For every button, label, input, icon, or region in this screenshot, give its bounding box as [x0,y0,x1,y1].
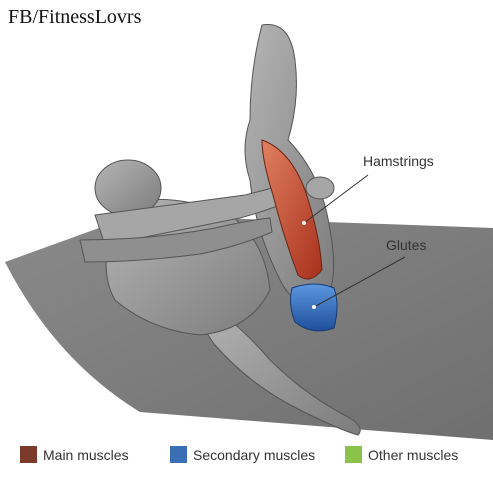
hamstrings-pointer [303,174,369,224]
extended-leg [201,299,361,436]
other-muscles-label: Other muscles [368,446,459,463]
secondary-muscles-swatch [170,446,187,463]
hamstrings-pointer-dot [302,221,306,225]
hamstrings-muscle [261,139,323,280]
legend-item-other: Other muscles [345,446,458,463]
other-muscles-swatch [345,446,362,463]
main-muscles-label: Main muscles [43,446,129,463]
main-muscles-swatch [20,446,37,463]
glutes-pointer-dot [312,305,316,309]
legend-item-main: Main muscles [20,446,129,463]
secondary-muscles-label: Secondary muscles [193,446,316,463]
watermark-text: FB/FitnessLovrs [8,6,142,28]
muscle-legend: Main muscles Secondary muscles Other mus… [20,446,490,468]
glutes-pointer [313,256,406,308]
legend-item-secondary: Secondary muscles [170,446,315,463]
right-arm [79,217,273,263]
glutes-label: Glutes [386,237,427,253]
right-hand [305,176,335,200]
hamstrings-label: Hamstrings [363,153,434,169]
